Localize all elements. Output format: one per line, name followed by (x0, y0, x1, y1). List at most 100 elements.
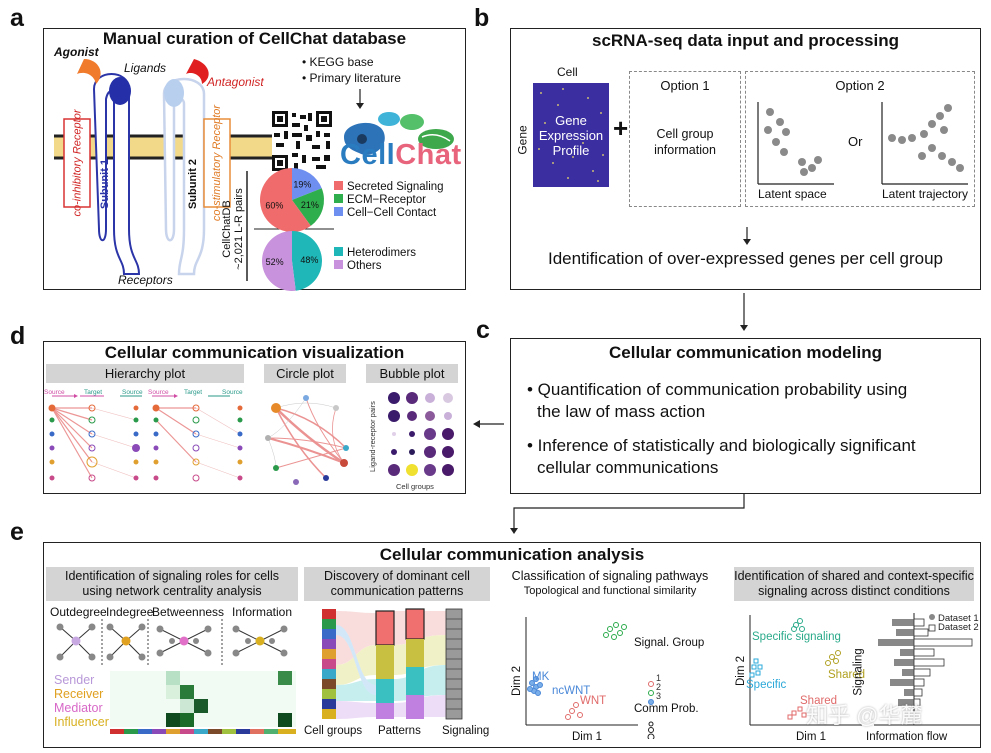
bubble (388, 392, 400, 404)
scatter2-ylabel: Dim 2 (735, 655, 747, 687)
bullet-1: • Quantification of communication probab… (527, 380, 908, 399)
hierarchy-plot: Source Target Source Source Target Sourc… (44, 389, 243, 482)
role-influencer: Influencer (54, 715, 109, 729)
expression-matrix: Gene Expression Profile (533, 83, 609, 187)
co-inhibitory-label: co-inhibitory Receptor (71, 109, 83, 217)
circle-plot-label: Circle plot (264, 364, 346, 383)
comparison-plots (749, 613, 980, 726)
cellchat-logo: CellChat (340, 139, 462, 171)
flow-xlabel: Information flow (866, 731, 948, 743)
arrow-b-to-c (740, 293, 748, 331)
or-label: Or (848, 134, 863, 149)
subunit2-label: Subunit 2 (187, 158, 200, 210)
bubble (406, 392, 418, 404)
panel-e: Cellular communication analysis Identifi… (43, 542, 981, 748)
plus-sign: + (613, 113, 629, 143)
cell-groups-label-d: Cell groups (396, 482, 434, 491)
panel-b: scRNA-seq data input and processing Cell… (510, 28, 981, 290)
source-literature: • Primary literature (302, 71, 401, 85)
gene-axis-label: Gene (516, 125, 531, 155)
panel-a-title: Manual curation of CellChat database (102, 29, 407, 48)
arrow-c-to-d (473, 420, 504, 428)
antagonist-label: Antagonist (207, 75, 264, 89)
bubble (409, 449, 415, 455)
pie-slice-label: 19% (293, 180, 311, 190)
subunit1-wrap: Subunit 1 (96, 149, 114, 219)
receptors-label: Receptors (118, 273, 173, 287)
label-shared-1: Shared (828, 669, 866, 681)
role-mediator: Mediator (54, 701, 103, 715)
pie2-legend: Heterodimers Others (334, 247, 416, 273)
alluvial-patterns (375, 608, 425, 719)
bullet-2-cont: cellular communications (537, 458, 719, 477)
bubble (407, 411, 417, 421)
bubble (388, 410, 400, 422)
measure-betweenness: Betweenness (152, 605, 225, 619)
arrow-down-b (743, 227, 751, 245)
option1-text: Cell group information (654, 127, 716, 157)
pie-slice-label: 60% (265, 201, 283, 211)
scatter-label-mk: MK (532, 671, 550, 683)
ligands-label: Ligands (124, 61, 167, 75)
svg-text:Source: Source (122, 389, 143, 396)
panel-e-title: Cellular communication analysis (379, 545, 645, 564)
bubble (425, 411, 435, 421)
bubble (409, 431, 415, 437)
option2-title: Option 2 (835, 78, 885, 93)
subunit1-label: Subunit 1 (99, 158, 112, 210)
bubble (443, 393, 453, 403)
classification-header: Classification of signaling pathways Top… (511, 569, 709, 597)
label-shared-2: Shared (800, 695, 838, 707)
matrix-dots (538, 88, 604, 182)
bubble (424, 464, 436, 476)
bubble (424, 428, 436, 440)
bubble (442, 428, 454, 440)
agonist-label: Agonist (54, 45, 99, 59)
bubble (425, 393, 435, 403)
pie-chart-lr-category: 19% 21% 60% (260, 168, 324, 232)
alluvial-label-cell-groups: Cell groups (304, 725, 363, 737)
panel-c-bullets: • Quantification of communication probab… (527, 379, 916, 479)
watermark: 知乎 @华麓 (806, 703, 923, 728)
comm-prob-legend-title: Comm Prob. (634, 703, 699, 715)
bubble (406, 464, 418, 476)
pie-slice (292, 168, 322, 200)
information-flow-bars (878, 618, 973, 707)
panel-b-letter: b (474, 4, 490, 32)
panel-d-title: Cellular communication visualization (104, 343, 405, 362)
legend-dataset-2: Dataset 2 (938, 622, 979, 633)
role-labels: Sender Receiver Mediator Influencer (54, 673, 109, 729)
measure-indegree: Indegree (106, 605, 154, 619)
signal-group-legend-title: Signal. Group (634, 637, 705, 649)
bubble (442, 464, 454, 476)
label-specific: Specific (746, 679, 787, 691)
svg-text:Source: Source (222, 389, 243, 396)
bubble (392, 432, 396, 436)
scatter2-xlabel: Dim 1 (796, 731, 827, 743)
centrality-networks (56, 619, 288, 667)
latent-trajectory-label: Latent trajectory (882, 187, 969, 201)
option2-box: Option 2 Or Latent space Latent trajecto… (745, 71, 975, 207)
alluvial-cell-groups (322, 609, 336, 719)
flow-ylabel: Signaling (853, 648, 866, 696)
panel-d: Cellular communication visualization Hie… (43, 341, 466, 494)
bullet-2: • Inference of statistically and biologi… (527, 436, 916, 455)
pie-slice (260, 168, 311, 232)
centrality-heatmap (110, 671, 296, 734)
pie-slice (292, 188, 324, 226)
panel-e-letter: e (10, 518, 24, 546)
svg-text:Source: Source (148, 389, 169, 396)
pie-slice-label: 21% (301, 200, 319, 210)
scatter2-ylabel-wrap: Dim 2 (734, 653, 748, 689)
pie-slice-label: 52% (266, 257, 284, 267)
pie-slice (261, 231, 296, 291)
scatter1-ylabel-wrap: Dim 2 (510, 663, 524, 699)
db-label-wrap: CellChatDB~2,021 L-R pairs (221, 179, 245, 279)
panel-c: Cellular communication modeling • Quanti… (510, 338, 981, 494)
svg-text:Source: Source (44, 389, 65, 396)
scatter1-ylabel: Dim 2 (511, 665, 523, 697)
alluvial-label-signaling: Signaling (442, 725, 490, 737)
signaling-roles-header: Identification of signaling roles for ce… (46, 567, 298, 601)
pathway-scatter (525, 617, 655, 739)
